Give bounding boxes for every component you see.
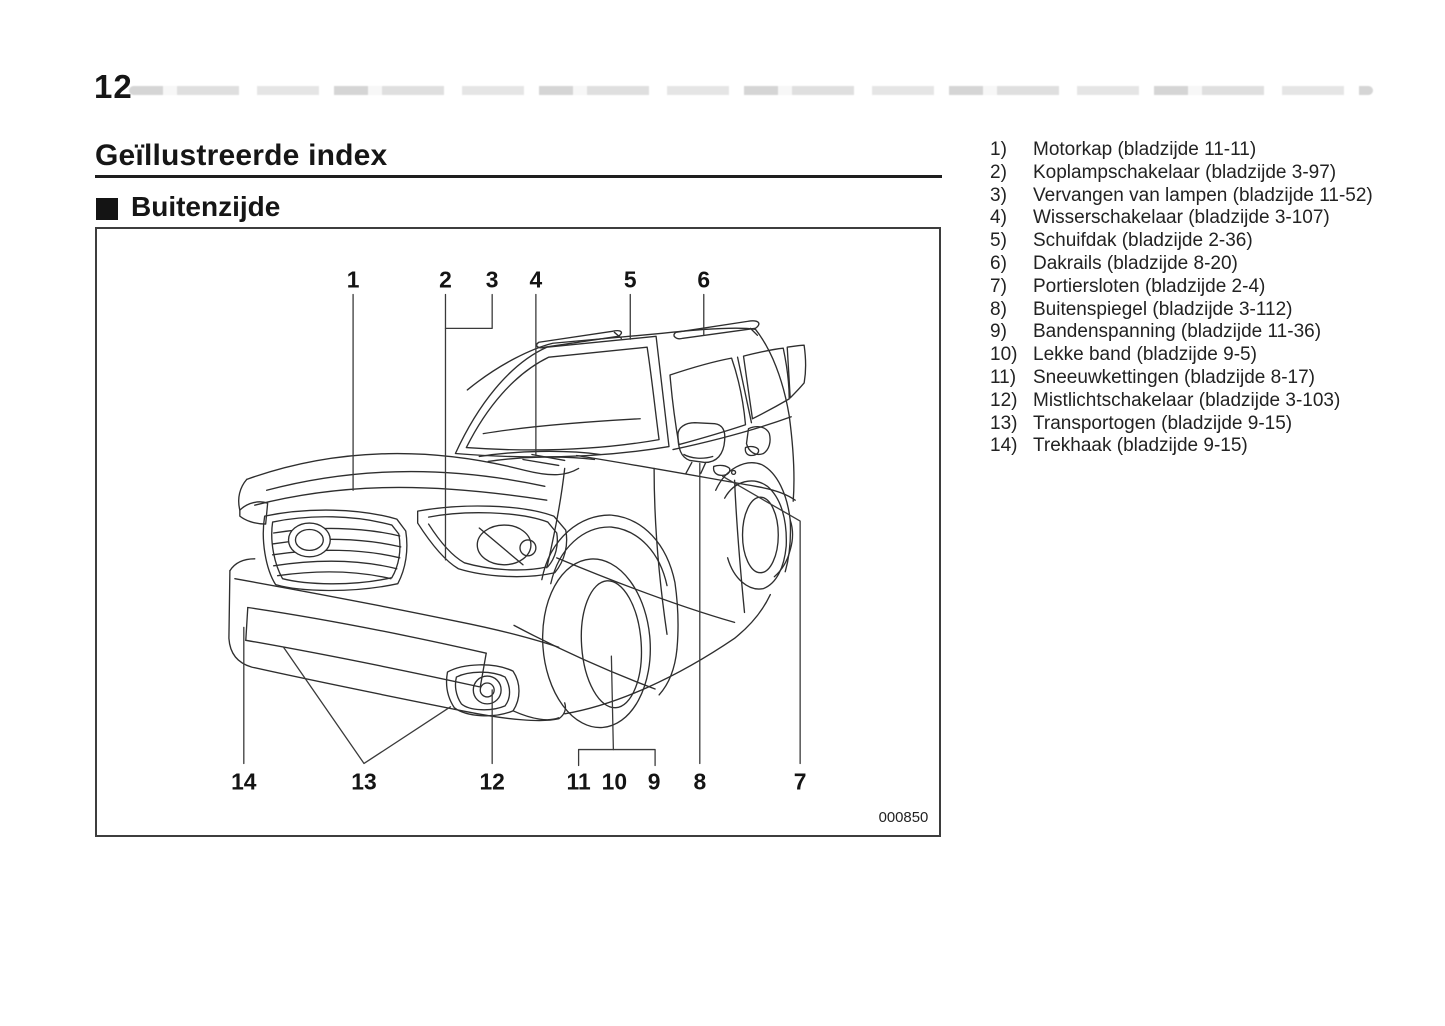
index-item: 6) Dakrails (bladzijde 8-20)	[990, 253, 1410, 276]
index-item-number: 1)	[990, 139, 1007, 160]
callout-label-1: 1	[347, 267, 360, 293]
index-item: 7) Portiersloten (bladzijde 2-4)	[990, 276, 1410, 299]
figure-code: 000850	[879, 810, 929, 826]
index-item-text: Dakrails (bladzijde 8-20)	[1033, 252, 1238, 274]
title-rule	[95, 175, 942, 178]
callout-label-3: 3	[486, 267, 499, 293]
scan-artifact-streak	[129, 86, 1373, 95]
callout-label-9: 9	[648, 768, 661, 794]
index-item-number: 10)	[990, 344, 1018, 366]
page-number: 12	[94, 68, 133, 105]
callout-label-11: 11	[567, 768, 591, 794]
index-item: 2) Koplampschakelaar (bladzijde 3-97)	[990, 162, 1410, 185]
callout-label-8: 8	[693, 768, 706, 794]
figure-box: 1 2 3 4 5 6 14 13 12 11 10 9 8 7 000850	[95, 227, 941, 837]
index-item-text: Wisserschakelaar (bladzijde 3-107)	[1033, 207, 1330, 229]
index-item-number: 2)	[990, 161, 1007, 183]
page-title: Geïllustreerde index	[95, 139, 388, 172]
index-item-number: 7)	[990, 275, 1007, 297]
index-item: 1) Motorkap (bladzijde 11-11)	[990, 139, 1410, 162]
index-item-number: 4)	[990, 207, 1007, 229]
exterior-illustration: 1 2 3 4 5 6 14 13 12 11 10 9 8 7 000850	[228, 267, 929, 826]
index-item-text: Buitenspiegel (bladzijde 3-112)	[1033, 298, 1293, 320]
section-title: Buitenzijde	[131, 191, 281, 222]
callout-labels: 1 2 3 4 5 6 14 13 12 11 10 9 8 7	[231, 267, 806, 795]
index-item-number: 12)	[990, 389, 1018, 411]
index-item-text: Vervangen van lampen (bladzijde 11-52)	[1033, 184, 1373, 206]
index-item-text: Sneeuwkettingen (bladzijde 8-17)	[1033, 366, 1316, 388]
section-heading: Buitenzijde	[96, 193, 280, 221]
index-item-text: Mistlichtschakelaar (bladzijde 3-103)	[1033, 389, 1341, 411]
index-item-text: Bandenspanning (bladzijde 11-36)	[1033, 321, 1322, 343]
index-item-text: Trekhaak (bladzijde 9-15)	[1033, 435, 1248, 457]
callout-label-12: 12	[479, 768, 504, 794]
index-item-number: 13)	[990, 412, 1018, 434]
index-item: 12) Mistlichtschakelaar (bladzijde 3-103)	[990, 390, 1410, 413]
callout-label-5: 5	[624, 267, 637, 293]
index-item-number: 6)	[990, 252, 1007, 274]
callout-label-13: 13	[351, 768, 376, 794]
index-item: 3) Vervangen van lampen (bladzijde 11-52)	[990, 185, 1410, 208]
section-square-marker	[96, 197, 118, 220]
index-item-text: Koplampschakelaar (bladzijde 3-97)	[1033, 161, 1337, 183]
index-item: 9) Bandenspanning (bladzijde 11-36)	[990, 321, 1410, 344]
index-item-number: 3)	[990, 184, 1007, 206]
index-item-text: Transportogen (bladzijde 9-15)	[1033, 412, 1293, 434]
index-item: 14) Trekhaak (bladzijde 9-15)	[990, 435, 1410, 458]
index-item: 13) Transportogen (bladzijde 9-15)	[990, 413, 1410, 436]
index-item-text: Schuifdak (bladzijde 2-36)	[1033, 230, 1253, 252]
index-item: 10) Lekke band (bladzijde 9-5)	[990, 344, 1410, 367]
car-line-art	[228, 320, 807, 729]
callout-label-6: 6	[697, 267, 710, 293]
callout-label-7: 7	[794, 768, 807, 794]
index-item-text: Motorkap (bladzijde 11-11)	[1033, 139, 1257, 160]
index-item: 8) Buitenspiegel (bladzijde 3-112)	[990, 299, 1410, 322]
index-item-number: 9)	[990, 321, 1007, 343]
callout-label-14: 14	[231, 768, 257, 794]
callout-label-10: 10	[602, 768, 627, 794]
index-item-number: 5)	[990, 230, 1007, 252]
index-item: 5) Schuifdak (bladzijde 2-36)	[990, 230, 1410, 253]
index-item-number: 11)	[990, 366, 1017, 388]
index-item: 11) Sneeuwkettingen (bladzijde 8-17)	[990, 367, 1410, 390]
callout-label-4: 4	[530, 267, 543, 293]
callout-label-2: 2	[439, 267, 452, 293]
index-item-number: 8)	[990, 298, 1007, 320]
index-item-text: Lekke band (bladzijde 9-5)	[1033, 344, 1257, 366]
callout-leader-lines	[243, 293, 801, 767]
index-item: 4) Wisserschakelaar (bladzijde 3-107)	[990, 207, 1410, 230]
index-item-number: 14)	[990, 435, 1018, 457]
index-item-text: Portiersloten (bladzijde 2-4)	[1033, 275, 1266, 297]
index-list: 1) Motorkap (bladzijde 11-11) 2) Koplampsc…	[990, 139, 1410, 458]
